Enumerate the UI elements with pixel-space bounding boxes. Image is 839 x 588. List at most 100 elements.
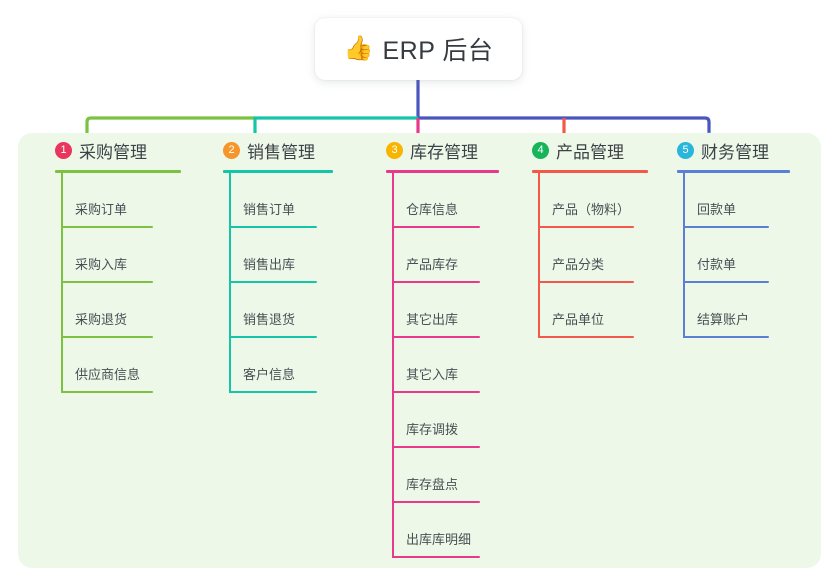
list-item-rule: [229, 226, 317, 228]
column-spine-5: [683, 173, 685, 338]
list-item-label: 产品分类: [552, 257, 605, 272]
column-title-4: 产品管理: [556, 142, 624, 162]
column-rule-5: [677, 170, 790, 173]
column-spine-4: [538, 173, 540, 338]
list-item-label: 库存调拨: [406, 422, 459, 437]
list-item-label: 供应商信息: [75, 367, 141, 382]
list-item[interactable]: 产品库存: [366, 228, 480, 283]
thumbs-up-icon: 👍: [343, 35, 374, 62]
column-header-4[interactable]: 4 产品管理: [512, 133, 648, 173]
list-item[interactable]: 产品（物料）: [512, 173, 634, 228]
list-item-rule: [229, 281, 317, 283]
list-item[interactable]: 销售订单: [203, 173, 317, 228]
column-title-2: 销售管理: [247, 142, 315, 162]
list-item-rule: [392, 446, 480, 448]
list-item[interactable]: 采购入库: [35, 228, 153, 283]
column-items-4: 产品（物料） 产品分类产品单位: [512, 173, 634, 338]
column-3: 3 库存管理仓库信息产品库存其它出库其它入库库存调拨库存盘点出库库明细: [366, 133, 499, 558]
list-item[interactable]: 供应商信息: [35, 338, 153, 393]
column-spine-2: [229, 173, 231, 393]
list-item[interactable]: 采购退货: [35, 283, 153, 338]
column-4: 4 产品管理产品（物料） 产品分类产品单位: [512, 133, 648, 338]
root-node[interactable]: 👍 ERP 后台: [315, 18, 522, 80]
list-item-rule: [683, 336, 769, 338]
list-item[interactable]: 客户信息: [203, 338, 317, 393]
list-item-rule: [392, 281, 480, 283]
column-rule-4: [532, 170, 648, 173]
list-item[interactable]: 仓库信息: [366, 173, 480, 228]
list-item-rule: [392, 336, 480, 338]
column-header-2[interactable]: 2 销售管理: [203, 133, 333, 173]
column-items-5: 回款单付款单结算账户: [657, 173, 769, 338]
list-item[interactable]: 销售退货: [203, 283, 317, 338]
column-2: 2 销售管理销售订单销售出库销售退货客户信息: [203, 133, 333, 393]
list-item-label: 销售出库: [243, 257, 296, 272]
list-item-label: 采购退货: [75, 312, 128, 327]
list-item[interactable]: 库存调拨: [366, 393, 480, 448]
column-badge-5: 5: [677, 141, 694, 159]
column-rule-1: [55, 170, 181, 173]
column-5: 5 财务管理回款单付款单结算账户: [657, 133, 790, 338]
column-rule-2: [223, 170, 333, 173]
list-item[interactable]: 销售出库: [203, 228, 317, 283]
list-item-rule: [229, 336, 317, 338]
column-header-3[interactable]: 3 库存管理: [366, 133, 499, 173]
list-item[interactable]: 其它出库: [366, 283, 480, 338]
column-title-1: 采购管理: [79, 142, 147, 162]
column-title-5: 财务管理: [701, 142, 769, 162]
column-badge-1: 1: [55, 141, 72, 159]
column-header-1[interactable]: 1 采购管理: [35, 133, 181, 173]
list-item-rule: [683, 226, 769, 228]
list-item-rule: [392, 391, 480, 393]
list-item[interactable]: 库存盘点: [366, 448, 480, 503]
list-item-label: 销售订单: [243, 202, 296, 217]
bus-segment-3: [418, 116, 711, 160]
list-item-label: 其它出库: [406, 312, 459, 327]
list-item-label: 出库库明细: [406, 532, 472, 547]
column-items-1: 采购订单采购入库采购退货供应商信息: [35, 173, 153, 393]
list-item-label: 销售退货: [243, 312, 296, 327]
column-badge-3: 3: [386, 141, 403, 159]
column-header-5[interactable]: 5 财务管理: [657, 133, 790, 173]
list-item-rule: [538, 281, 634, 283]
list-item-rule: [61, 226, 153, 228]
list-item-rule: [392, 226, 480, 228]
list-item-label: 库存盘点: [406, 477, 459, 492]
list-item-label: 其它入库: [406, 367, 459, 382]
list-item-rule: [61, 391, 153, 393]
list-item-label: 产品单位: [552, 312, 605, 327]
list-item-label: 回款单: [697, 202, 737, 217]
list-item-label: 采购订单: [75, 202, 128, 217]
list-item[interactable]: 回款单: [657, 173, 769, 228]
column-spine-1: [61, 173, 63, 393]
list-item[interactable]: 结算账户: [657, 283, 769, 338]
list-item[interactable]: 出库库明细: [366, 503, 480, 558]
list-item-label: 产品库存: [406, 257, 459, 272]
list-item-label: 采购入库: [75, 257, 128, 272]
list-item[interactable]: 其它入库: [366, 338, 480, 393]
list-item-rule: [61, 281, 153, 283]
column-rule-3: [386, 170, 499, 173]
column-badge-2: 2: [223, 141, 240, 159]
list-item-label: 结算账户: [697, 312, 750, 327]
list-item[interactable]: 付款单: [657, 228, 769, 283]
column-title-3: 库存管理: [410, 142, 478, 162]
list-item-label: 产品（物料）: [552, 202, 631, 217]
list-item-rule: [392, 556, 480, 558]
column-badge-4: 4: [532, 141, 549, 159]
list-item-label: 付款单: [697, 257, 737, 272]
list-item-label: 客户信息: [243, 367, 296, 382]
list-item[interactable]: 采购订单: [35, 173, 153, 228]
bus-segment-1: [85, 116, 255, 160]
list-item-rule: [538, 226, 634, 228]
column-spine-3: [392, 173, 394, 558]
list-item[interactable]: 产品单位: [512, 283, 634, 338]
list-item[interactable]: 产品分类: [512, 228, 634, 283]
diagram-panel: 1 采购管理采购订单采购入库采购退货供应商信息 2 销售管理销售订单销售出库销售退货客…: [18, 133, 821, 568]
list-item-rule: [538, 336, 634, 338]
root-node-label: ERP 后台: [382, 37, 494, 65]
list-item-rule: [229, 391, 317, 393]
column-items-2: 销售订单销售出库销售退货客户信息: [203, 173, 317, 393]
list-item-rule: [61, 336, 153, 338]
